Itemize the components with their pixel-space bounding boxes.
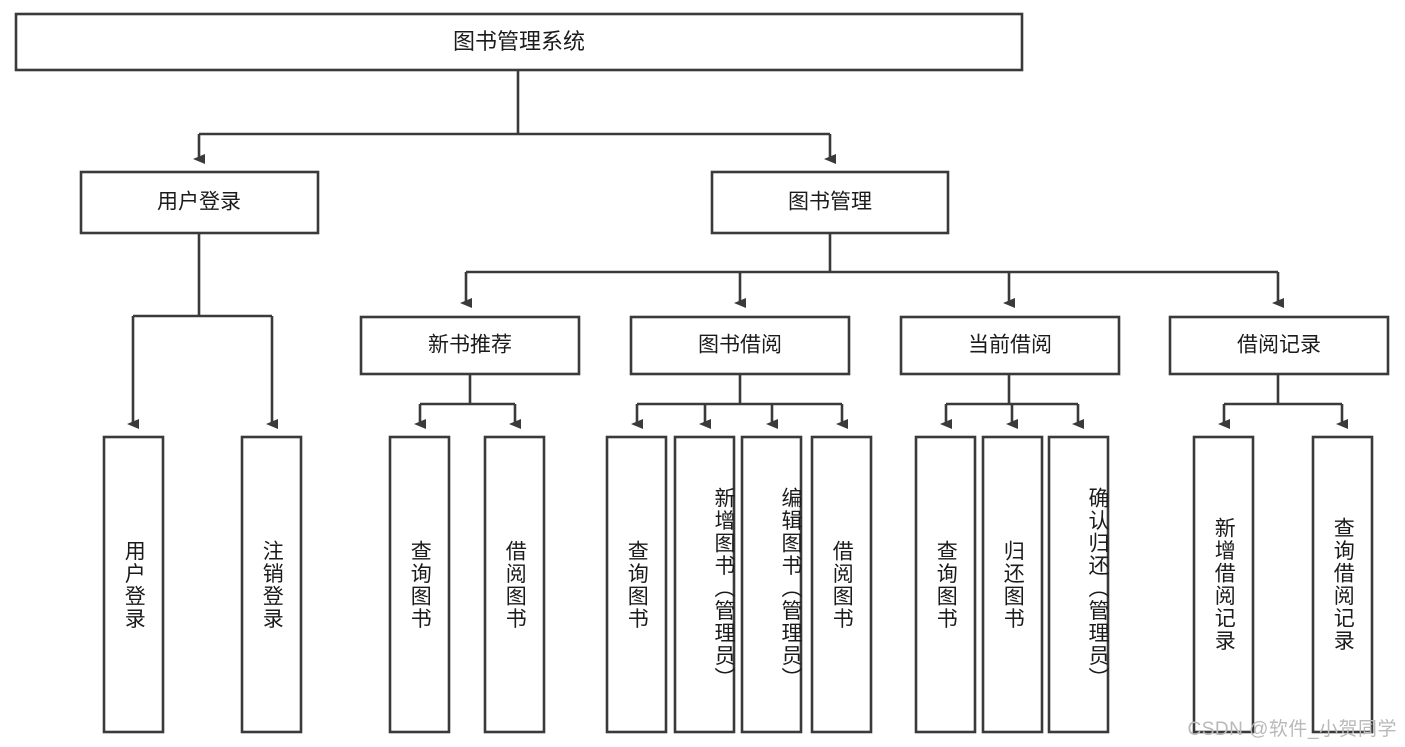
node-box-new-book-recommend[interactable] (359, 315, 581, 376)
node-label-user-login: 用户登录 (157, 191, 241, 214)
connector-book-borrow-bus (637, 374, 842, 406)
node-box-leaf-query-book-3[interactable] (914, 435, 977, 734)
connector-borrow-record-bus (1224, 374, 1342, 406)
connector-current-borrow-bus (946, 374, 1078, 406)
node-box-leaf-borrow-book-2[interactable] (810, 435, 873, 734)
node-box-leaf-query-book-1[interactable] (388, 435, 451, 734)
node-label-book-borrow: 图书借阅 (698, 334, 782, 357)
csdn-watermark: CSDN @软件_小贺同学 (1187, 719, 1397, 740)
node-box-leaf-add-record[interactable] (1192, 435, 1255, 734)
node-box-leaf-user-login[interactable] (102, 435, 165, 734)
connector-user-login-bus (133, 233, 272, 318)
node-box-book-manage[interactable] (710, 170, 950, 235)
node-layer: 图书管理系统 用户登录 图书管理 新书推荐 图书借阅 当前借阅 借阅记录 (14, 12, 1390, 734)
node-box-leaf-query-record[interactable] (1311, 435, 1374, 734)
node-box-book-borrow[interactable] (629, 315, 851, 376)
connector-root-bus (199, 70, 830, 136)
node-box-root[interactable] (14, 12, 1024, 72)
node-box-leaf-confirm-return[interactable] (1047, 435, 1110, 734)
connector-layer (127, 70, 1348, 429)
node-box-leaf-edit-book[interactable] (740, 435, 803, 734)
node-box-leaf-return-book[interactable] (981, 435, 1044, 734)
node-box-current-borrow[interactable] (899, 315, 1121, 376)
node-box-leaf-add-book[interactable] (673, 435, 736, 734)
node-box-borrow-record[interactable] (1168, 315, 1390, 376)
node-label-borrow-record: 借阅记录 (1237, 334, 1321, 357)
node-label-new-book-recommend: 新书推荐 (428, 334, 512, 357)
node-box-user-login[interactable] (79, 170, 320, 235)
node-label-book-manage: 图书管理 (788, 191, 872, 214)
node-box-leaf-logout-login[interactable] (240, 435, 303, 734)
connector-new-book-bus (420, 374, 515, 406)
node-box-leaf-query-book-2[interactable] (605, 435, 668, 734)
node-label-root: 图书管理系统 (453, 29, 585, 54)
connector-book-manage-bus (466, 233, 1278, 274)
node-label-current-borrow: 当前借阅 (968, 334, 1052, 357)
node-box-leaf-borrow-book-1[interactable] (483, 435, 546, 734)
